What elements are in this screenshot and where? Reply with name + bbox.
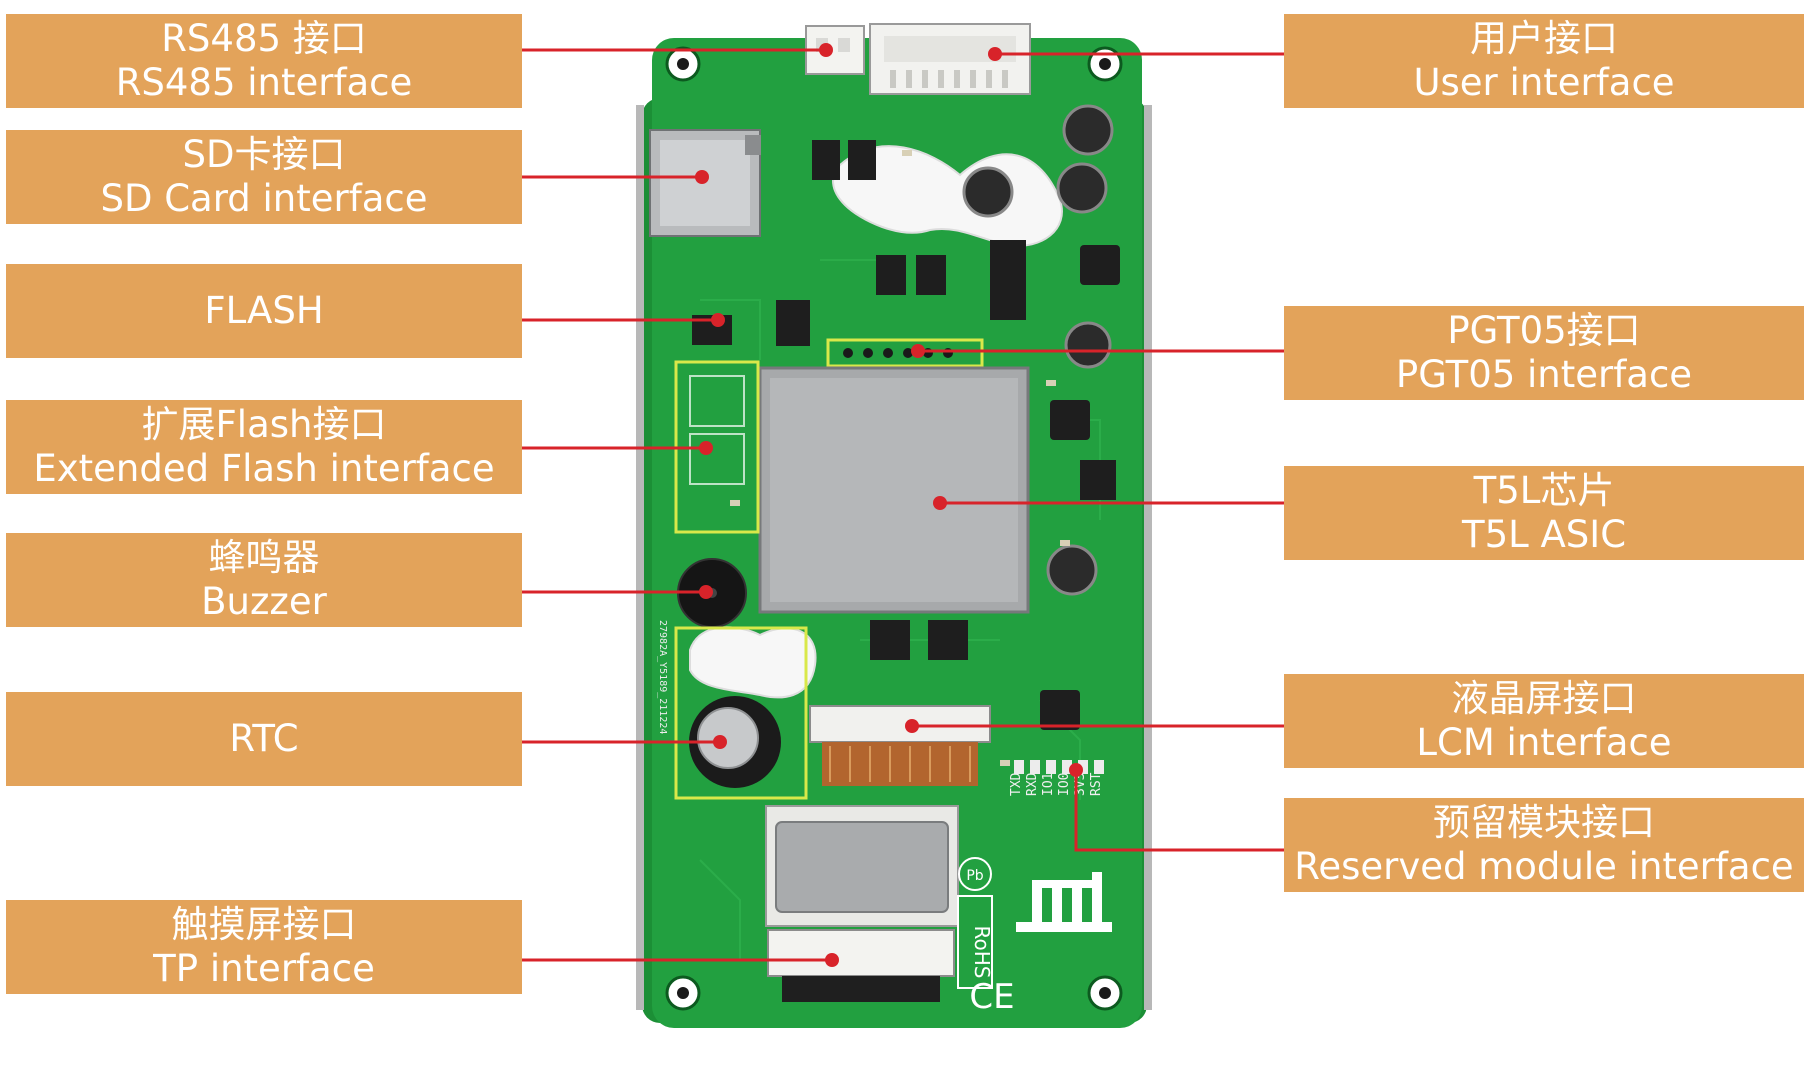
label-sd-card-zh: SD卡接口 bbox=[182, 133, 346, 177]
label-lcm-en: LCM interface bbox=[1416, 721, 1672, 764]
leader-reserved bbox=[1074, 770, 1284, 852]
ce-mark: CE bbox=[969, 977, 1014, 1017]
label-flash-en: FLASH bbox=[204, 289, 324, 333]
label-pgt05-zh: PGT05接口 bbox=[1447, 309, 1641, 353]
label-tp-zh: 触摸屏接口 bbox=[171, 903, 357, 947]
board-serial: 27982A_Y5189_211224 bbox=[657, 620, 668, 734]
label-ext-flash: 扩展Flash接口 Extended Flash interface bbox=[6, 400, 522, 494]
svg-text:RoHS: RoHS bbox=[970, 926, 994, 979]
label-reserved-en: Reserved module interface bbox=[1294, 845, 1794, 888]
user-connector bbox=[869, 23, 1031, 95]
label-lcm: 液晶屏接口 LCM interface bbox=[1284, 674, 1804, 768]
label-tp-en: TP interface bbox=[153, 947, 375, 990]
t5l-chip bbox=[758, 366, 1030, 614]
label-pgt05-en: PGT05 interface bbox=[1395, 353, 1693, 396]
label-buzzer-en: Buzzer bbox=[201, 580, 327, 623]
label-rtc: RTC bbox=[6, 692, 522, 786]
label-user-en: User interface bbox=[1413, 61, 1675, 104]
label-user-zh: 用户接口 bbox=[1470, 17, 1618, 61]
label-flash: FLASH bbox=[6, 264, 522, 358]
glue-top bbox=[832, 145, 1063, 247]
leader-lines bbox=[522, 48, 1284, 962]
lcm-connector bbox=[809, 705, 991, 786]
svg-text:TXD: TXD bbox=[1009, 772, 1024, 796]
label-rtc-en: RTC bbox=[229, 717, 299, 761]
label-t5l-zh: T5L芯片 bbox=[1473, 469, 1615, 513]
label-tp: 触摸屏接口 TP interface bbox=[6, 900, 522, 994]
label-user: 用户接口 User interface bbox=[1284, 14, 1804, 108]
svg-text:IO0: IO0 bbox=[1057, 773, 1072, 796]
svg-text:Pb: Pb bbox=[966, 868, 983, 884]
small-ics bbox=[692, 140, 1120, 730]
label-pgt05: PGT05接口 PGT05 interface bbox=[1284, 306, 1804, 400]
reserved-pads bbox=[1014, 760, 1104, 774]
capacitors bbox=[962, 104, 1114, 596]
silkscreen-pin-labels: TXD RXD IO1 IO0 3V3 RST bbox=[1009, 772, 1104, 796]
label-buzzer: 蜂鸣器 Buzzer bbox=[6, 533, 522, 627]
label-reserved-zh: 预留模块接口 bbox=[1433, 801, 1655, 845]
label-sd-card-en: SD Card interface bbox=[100, 177, 428, 220]
leader-dots bbox=[695, 43, 1083, 967]
label-ext-flash-zh: 扩展Flash接口 bbox=[141, 403, 387, 447]
label-reserved: 预留模块接口 Reserved module interface bbox=[1284, 798, 1804, 892]
label-ext-flash-en: Extended Flash interface bbox=[33, 447, 495, 490]
rohs-mark: RoHS Pb bbox=[957, 857, 994, 989]
label-sd-card: SD卡接口 SD Card interface bbox=[6, 130, 522, 224]
label-t5l: T5L芯片 T5L ASIC bbox=[1284, 466, 1804, 560]
tp-module bbox=[765, 805, 959, 1002]
label-rs485-en: RS485 interface bbox=[115, 61, 413, 104]
label-t5l-en: T5L ASIC bbox=[1461, 513, 1627, 556]
label-lcm-zh: 液晶屏接口 bbox=[1451, 677, 1637, 721]
board-logo bbox=[1016, 872, 1112, 932]
svg-text:RXD: RXD bbox=[1025, 772, 1040, 796]
label-rs485: RS485 接口 RS485 interface bbox=[6, 14, 522, 108]
svg-text:IO1: IO1 bbox=[1041, 773, 1056, 796]
label-rs485-zh: RS485 接口 bbox=[161, 17, 367, 61]
svg-text:RST: RST bbox=[1089, 772, 1104, 796]
label-buzzer-zh: 蜂鸣器 bbox=[208, 536, 320, 580]
rtc-area bbox=[674, 626, 808, 800]
